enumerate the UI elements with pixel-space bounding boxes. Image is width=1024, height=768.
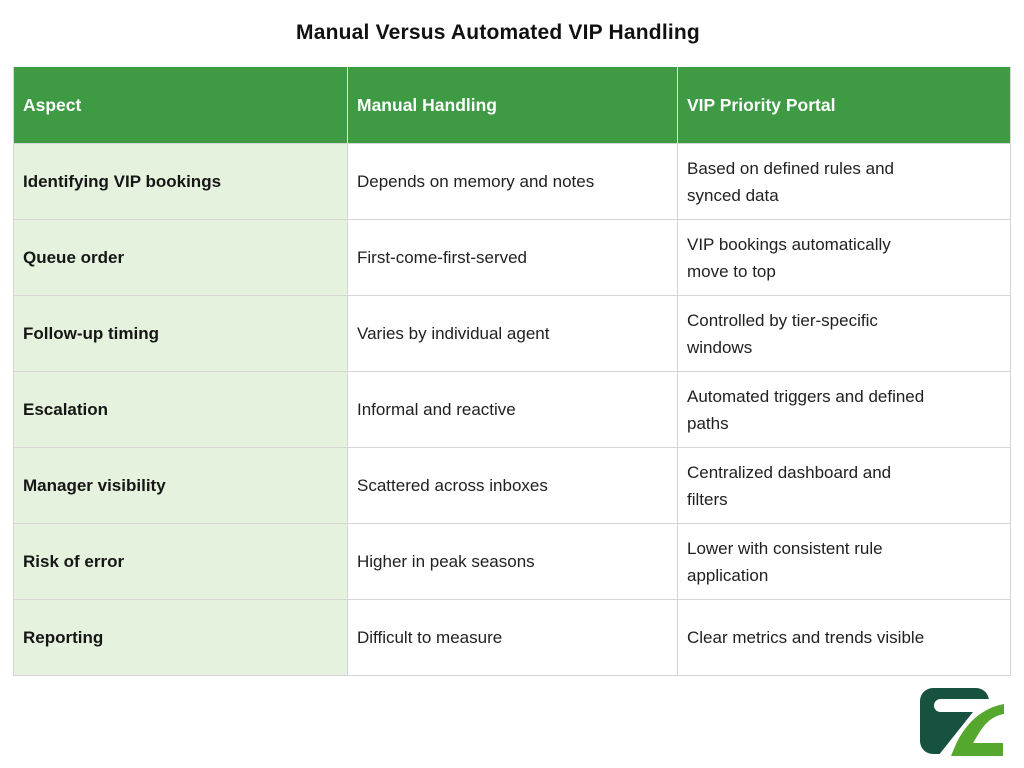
- page-title: Manual Versus Automated VIP Handling: [296, 21, 700, 44]
- row-portal-cell: Based on defined rules and synced data: [677, 144, 1010, 219]
- logo-white-bar-cut: [934, 699, 991, 712]
- column-header-manual-handling: Manual Handling: [347, 67, 677, 143]
- row-manual-cell: Varies by individual agent: [347, 296, 677, 371]
- row-manual-cell: Informal and reactive: [347, 372, 677, 447]
- row-aspect-cell: Identifying VIP bookings: [14, 144, 347, 219]
- table-row: Escalation Informal and reactive Automat…: [14, 371, 1010, 447]
- column-header-aspect: Aspect: [23, 94, 82, 115]
- row-manual-cell: Depends on memory and notes: [347, 144, 677, 219]
- row-aspect-cell: Risk of error: [14, 524, 347, 599]
- row-manual-cell: First-come-first-served: [347, 220, 677, 295]
- table-row: Follow-up timing Varies by individual ag…: [14, 295, 1010, 371]
- row-portal-cell: Lower with consistent rule application: [677, 524, 1010, 599]
- row-portal-cell: Automated triggers and defined paths: [677, 372, 1010, 447]
- row-manual-cell: Higher in peak seasons: [347, 524, 677, 599]
- brand-logo-icon: [920, 688, 1004, 756]
- row-manual-cell: Difficult to measure: [347, 600, 677, 675]
- column-header-vip-priority-portal: VIP Priority Portal: [677, 67, 1010, 143]
- row-aspect-cell: Reporting: [14, 600, 347, 675]
- row-aspect-cell: Follow-up timing: [14, 296, 347, 371]
- table-row: Risk of error Higher in peak seasons Low…: [14, 523, 1010, 599]
- row-portal-cell: Clear metrics and trends visible: [677, 600, 1010, 675]
- logo-white-bar-cut-right: [981, 699, 991, 712]
- table-row: Manager visibility Scattered across inbo…: [14, 447, 1010, 523]
- table-header-row: Aspect Manual Handling VIP Priority Port…: [14, 67, 1010, 143]
- logo-z-swoosh: [951, 704, 1004, 756]
- row-aspect-cell: Manager visibility: [14, 448, 347, 523]
- row-manual-cell: Scattered across inboxes: [347, 448, 677, 523]
- table-row: Queue order First-come-first-served VIP …: [14, 219, 1010, 295]
- row-portal-cell: Centralized dashboard and filters: [677, 448, 1010, 523]
- row-portal-cell: Controlled by tier-specific windows: [677, 296, 1010, 371]
- table-row: Reporting Difficult to measure Clear met…: [14, 599, 1010, 675]
- comparison-table: Aspect Manual Handling VIP Priority Port…: [13, 67, 1011, 676]
- row-aspect-cell: Queue order: [14, 220, 347, 295]
- row-portal-cell: VIP bookings automatically move to top: [677, 220, 1010, 295]
- row-aspect-cell: Escalation: [14, 372, 347, 447]
- table-row: Identifying VIP bookings Depends on memo…: [14, 143, 1010, 219]
